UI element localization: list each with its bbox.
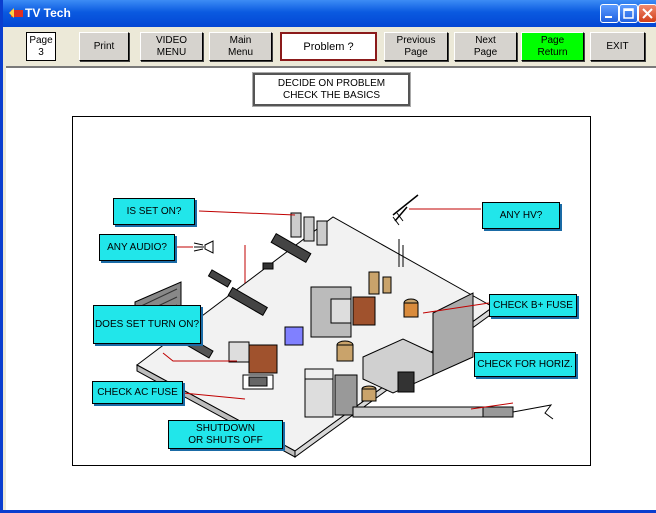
label-check-ac-fuse[interactable]: CHECK AC FUSE bbox=[92, 381, 183, 404]
page-indicator: Page 3 bbox=[26, 32, 56, 61]
label-any-audio[interactable]: ANY AUDIO? bbox=[99, 234, 175, 261]
print-button[interactable]: Print bbox=[79, 32, 129, 61]
video-menu-button[interactable]: VIDEO MENU bbox=[140, 32, 203, 61]
title-bar[interactable]: TV Tech bbox=[3, 0, 656, 27]
previous-page-button[interactable]: Previous Page bbox=[384, 32, 448, 61]
maximize-icon bbox=[623, 8, 634, 19]
maximize-button[interactable] bbox=[619, 4, 638, 23]
toolbar: Page 3 Print VIDEO MENU Main Menu Proble… bbox=[6, 27, 656, 68]
label-does-set-turn-on[interactable]: DOES SET TURN ON? bbox=[93, 305, 201, 344]
page-return-button[interactable]: Page Return bbox=[521, 32, 584, 61]
close-icon bbox=[642, 8, 653, 19]
window-title: TV Tech bbox=[25, 6, 71, 20]
next-page-button[interactable]: Next Page bbox=[454, 32, 517, 61]
circuit-board-illustration bbox=[134, 194, 554, 458]
label-shutdown[interactable]: SHUTDOWN OR SHUTS OFF bbox=[168, 420, 283, 449]
minimize-icon bbox=[605, 16, 612, 18]
label-check-b-plus-fuse[interactable]: CHECK B+ FUSE bbox=[489, 294, 577, 317]
app-icon bbox=[9, 8, 23, 18]
close-button[interactable] bbox=[638, 4, 656, 23]
label-any-hv[interactable]: ANY HV? bbox=[482, 202, 560, 229]
label-is-set-on[interactable]: IS SET ON? bbox=[113, 198, 195, 225]
problem-button[interactable]: Problem ? bbox=[280, 32, 377, 61]
diagram-frame: IS SET ON? ANY AUDIO? DOES SET TURN ON? … bbox=[72, 116, 591, 466]
main-menu-button[interactable]: Main Menu bbox=[209, 32, 272, 61]
pointer-lines bbox=[162, 208, 514, 410]
label-check-for-horiz[interactable]: CHECK FOR HORIZ. bbox=[474, 352, 576, 377]
content-area: DECIDE ON PROBLEM CHECK THE BASICS bbox=[6, 68, 656, 510]
minimize-button[interactable] bbox=[600, 4, 619, 23]
exit-button[interactable]: EXIT bbox=[590, 32, 645, 61]
page-heading: DECIDE ON PROBLEM CHECK THE BASICS bbox=[252, 72, 411, 107]
